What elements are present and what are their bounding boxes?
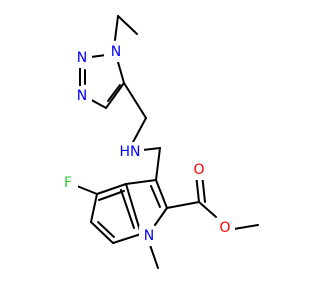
bond-triazole-n1-n2 [90,54,107,58]
bond-n-methyl [149,244,159,269]
atom-label-o-ester: O [219,220,230,236]
bond-benzene-5-double [120,189,135,229]
bond-c-f [76,185,98,195]
bond-pyrrole-c3a-c3 [125,179,157,185]
molecule-canvas: N N N HN F O O N [58,15,259,269]
bond-benzene-2 [90,193,98,223]
atom-label-n-triazole-2: N [77,50,87,66]
bond-oester-methyl [233,224,259,230]
bond-triazole-c5-n1 [117,61,125,84]
atom-label-fluorine: F [64,175,72,191]
bond-ch2-indole [155,147,161,181]
bond-pyrrole-c2-n [154,207,168,226]
bond-benzene-4 [112,233,142,244]
bond-amine-ch2 [142,147,161,151]
bond-carbonyl-oester [198,201,217,218]
molecule-structure: N N N HN F O O N [58,15,259,269]
atom-label-n-indole: N [144,228,154,244]
bond-benzene-3-double [97,221,115,238]
bond-ethyl-ch2 [114,15,119,41]
bond-c2-carbonyl [166,201,200,209]
bond-pyrrole-c3-c2-double [150,185,161,208]
bond-ch2-amine [131,117,147,145]
atom-label-n-triazole-1: N [111,44,121,60]
bond-pyrrole-c3-c2 [155,179,168,209]
atom-label-n-triazole-3: N [77,88,87,104]
bond-ch2-triazole [123,82,147,119]
atom-labels: N N N HN F O O N [58,42,235,246]
bond-benzene-1-double [98,190,125,201]
bond-benzene-1 [96,183,127,195]
bond-ethyl-ch3 [117,15,138,35]
atom-label-nh-amine: HN [120,144,141,160]
bond-triazole-c4-c5-double [107,84,121,102]
bond-benzene-3 [90,221,114,244]
atom-label-o-carbonyl: O [193,162,204,178]
bond-benzene-5 [125,183,142,235]
bond-triazole-c4-c5 [105,82,125,109]
